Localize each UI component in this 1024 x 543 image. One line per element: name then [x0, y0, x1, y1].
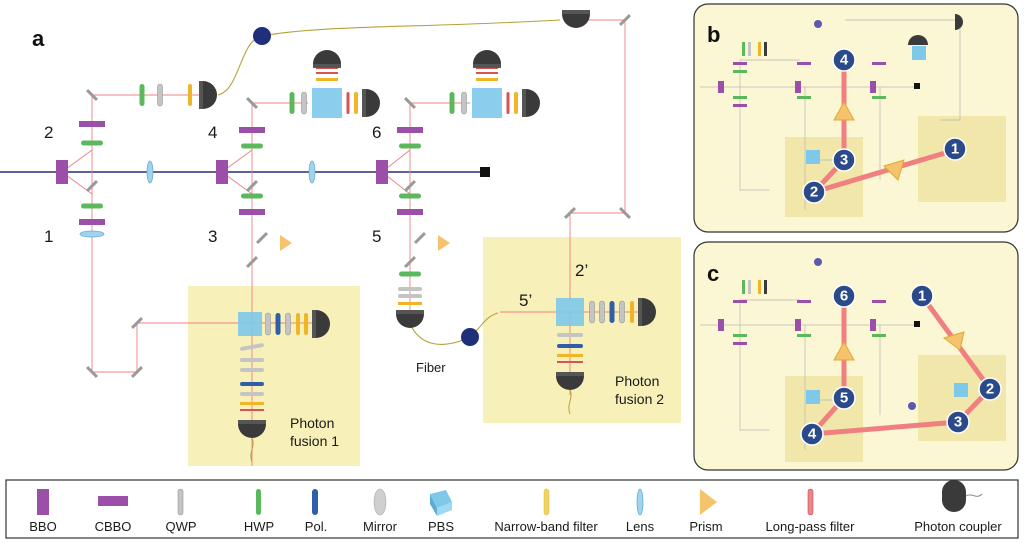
cbbo-crystal-icon: [98, 496, 128, 506]
legend-label: HWP: [244, 519, 274, 534]
port-label: 4: [208, 123, 217, 142]
photon-badge: 2: [986, 381, 994, 398]
mirror-icon: [373, 488, 387, 516]
port-label: 2’: [575, 261, 588, 280]
legend-label: CBBO: [95, 519, 132, 534]
photon-badge: 1: [918, 288, 926, 305]
pbs-icon: [238, 312, 262, 336]
panel-letter-c: c: [707, 261, 719, 286]
hwp-icon: [256, 489, 261, 515]
panel-letter-a: a: [32, 26, 45, 51]
prism-icon: [438, 235, 450, 251]
photon-badge: 1: [951, 141, 959, 158]
legend-label: Mirror: [363, 519, 398, 534]
fusion-2-label: fusion 2: [615, 391, 664, 407]
narrow-band-filter-icon: [543, 488, 550, 516]
port-label: 1: [44, 227, 53, 246]
pbs-icon: [472, 88, 502, 118]
photon-badge: 5: [840, 390, 848, 407]
legend-label: Lens: [626, 519, 655, 534]
bbo-crystal-icon: [37, 489, 49, 515]
photon-badge: 4: [808, 426, 817, 443]
legend-label: Narrow-band filter: [494, 519, 598, 534]
port-label: 5’: [519, 291, 532, 310]
prism-icon: [700, 489, 717, 515]
port-label: 6: [372, 123, 381, 142]
photon-badge: 6: [840, 288, 848, 305]
panel-letter-b: b: [707, 22, 720, 47]
photon-fusion-2-box: [483, 237, 681, 423]
legend-label: PBS: [428, 519, 454, 534]
photon-fusion-1-box: [188, 286, 360, 466]
legend-label: QWP: [165, 519, 196, 534]
polarizer-icon: [312, 489, 318, 515]
photon-badge: 2: [810, 184, 818, 201]
photon-badge: 3: [840, 152, 848, 169]
photon-coupler-icon: [942, 480, 983, 512]
fusion-1-label: Photon: [290, 415, 334, 431]
fiber-coupler-dot: [253, 27, 271, 45]
fusion-2-label: Photon: [615, 373, 659, 389]
pbs-icon: [556, 298, 584, 326]
legend-label: Prism: [689, 519, 722, 534]
port-label: 2: [44, 123, 53, 142]
long-pass-filter-icon: [807, 488, 814, 516]
panel-a: a: [0, 10, 681, 466]
pbs-icon: [312, 88, 342, 118]
beam-dump: [480, 167, 490, 177]
legend-label: Pol.: [305, 519, 327, 534]
legend: BBO CBBO QWP HWP Pol. Mirror PBS Narrow-…: [5, 479, 1019, 539]
pbs-icon: [430, 490, 452, 516]
photon-coupler-icon: [562, 10, 590, 28]
fiber-label: Fiber: [416, 360, 446, 375]
port-label: 5: [372, 227, 381, 246]
legend-label: Long-pass filter: [766, 519, 856, 534]
legend-label: BBO: [29, 519, 56, 534]
lens-icon: [146, 160, 316, 184]
fusion-1-label: fusion 1: [290, 433, 339, 449]
lens-icon: [636, 488, 644, 516]
qwp-icon: [177, 488, 184, 516]
bbo-crystal-icon: [56, 160, 388, 184]
prism-icon: [280, 235, 292, 251]
photon-badge: 4: [840, 52, 849, 69]
panel-c: c 1 2 3 4 5: [693, 241, 1019, 471]
panel-b: b 1 2 3 4: [693, 3, 1019, 233]
port-label: 3: [208, 227, 217, 246]
legend-label: Photon coupler: [914, 519, 1002, 534]
fiber-coupler-dot: [461, 328, 479, 346]
photon-badge: 3: [954, 414, 962, 431]
